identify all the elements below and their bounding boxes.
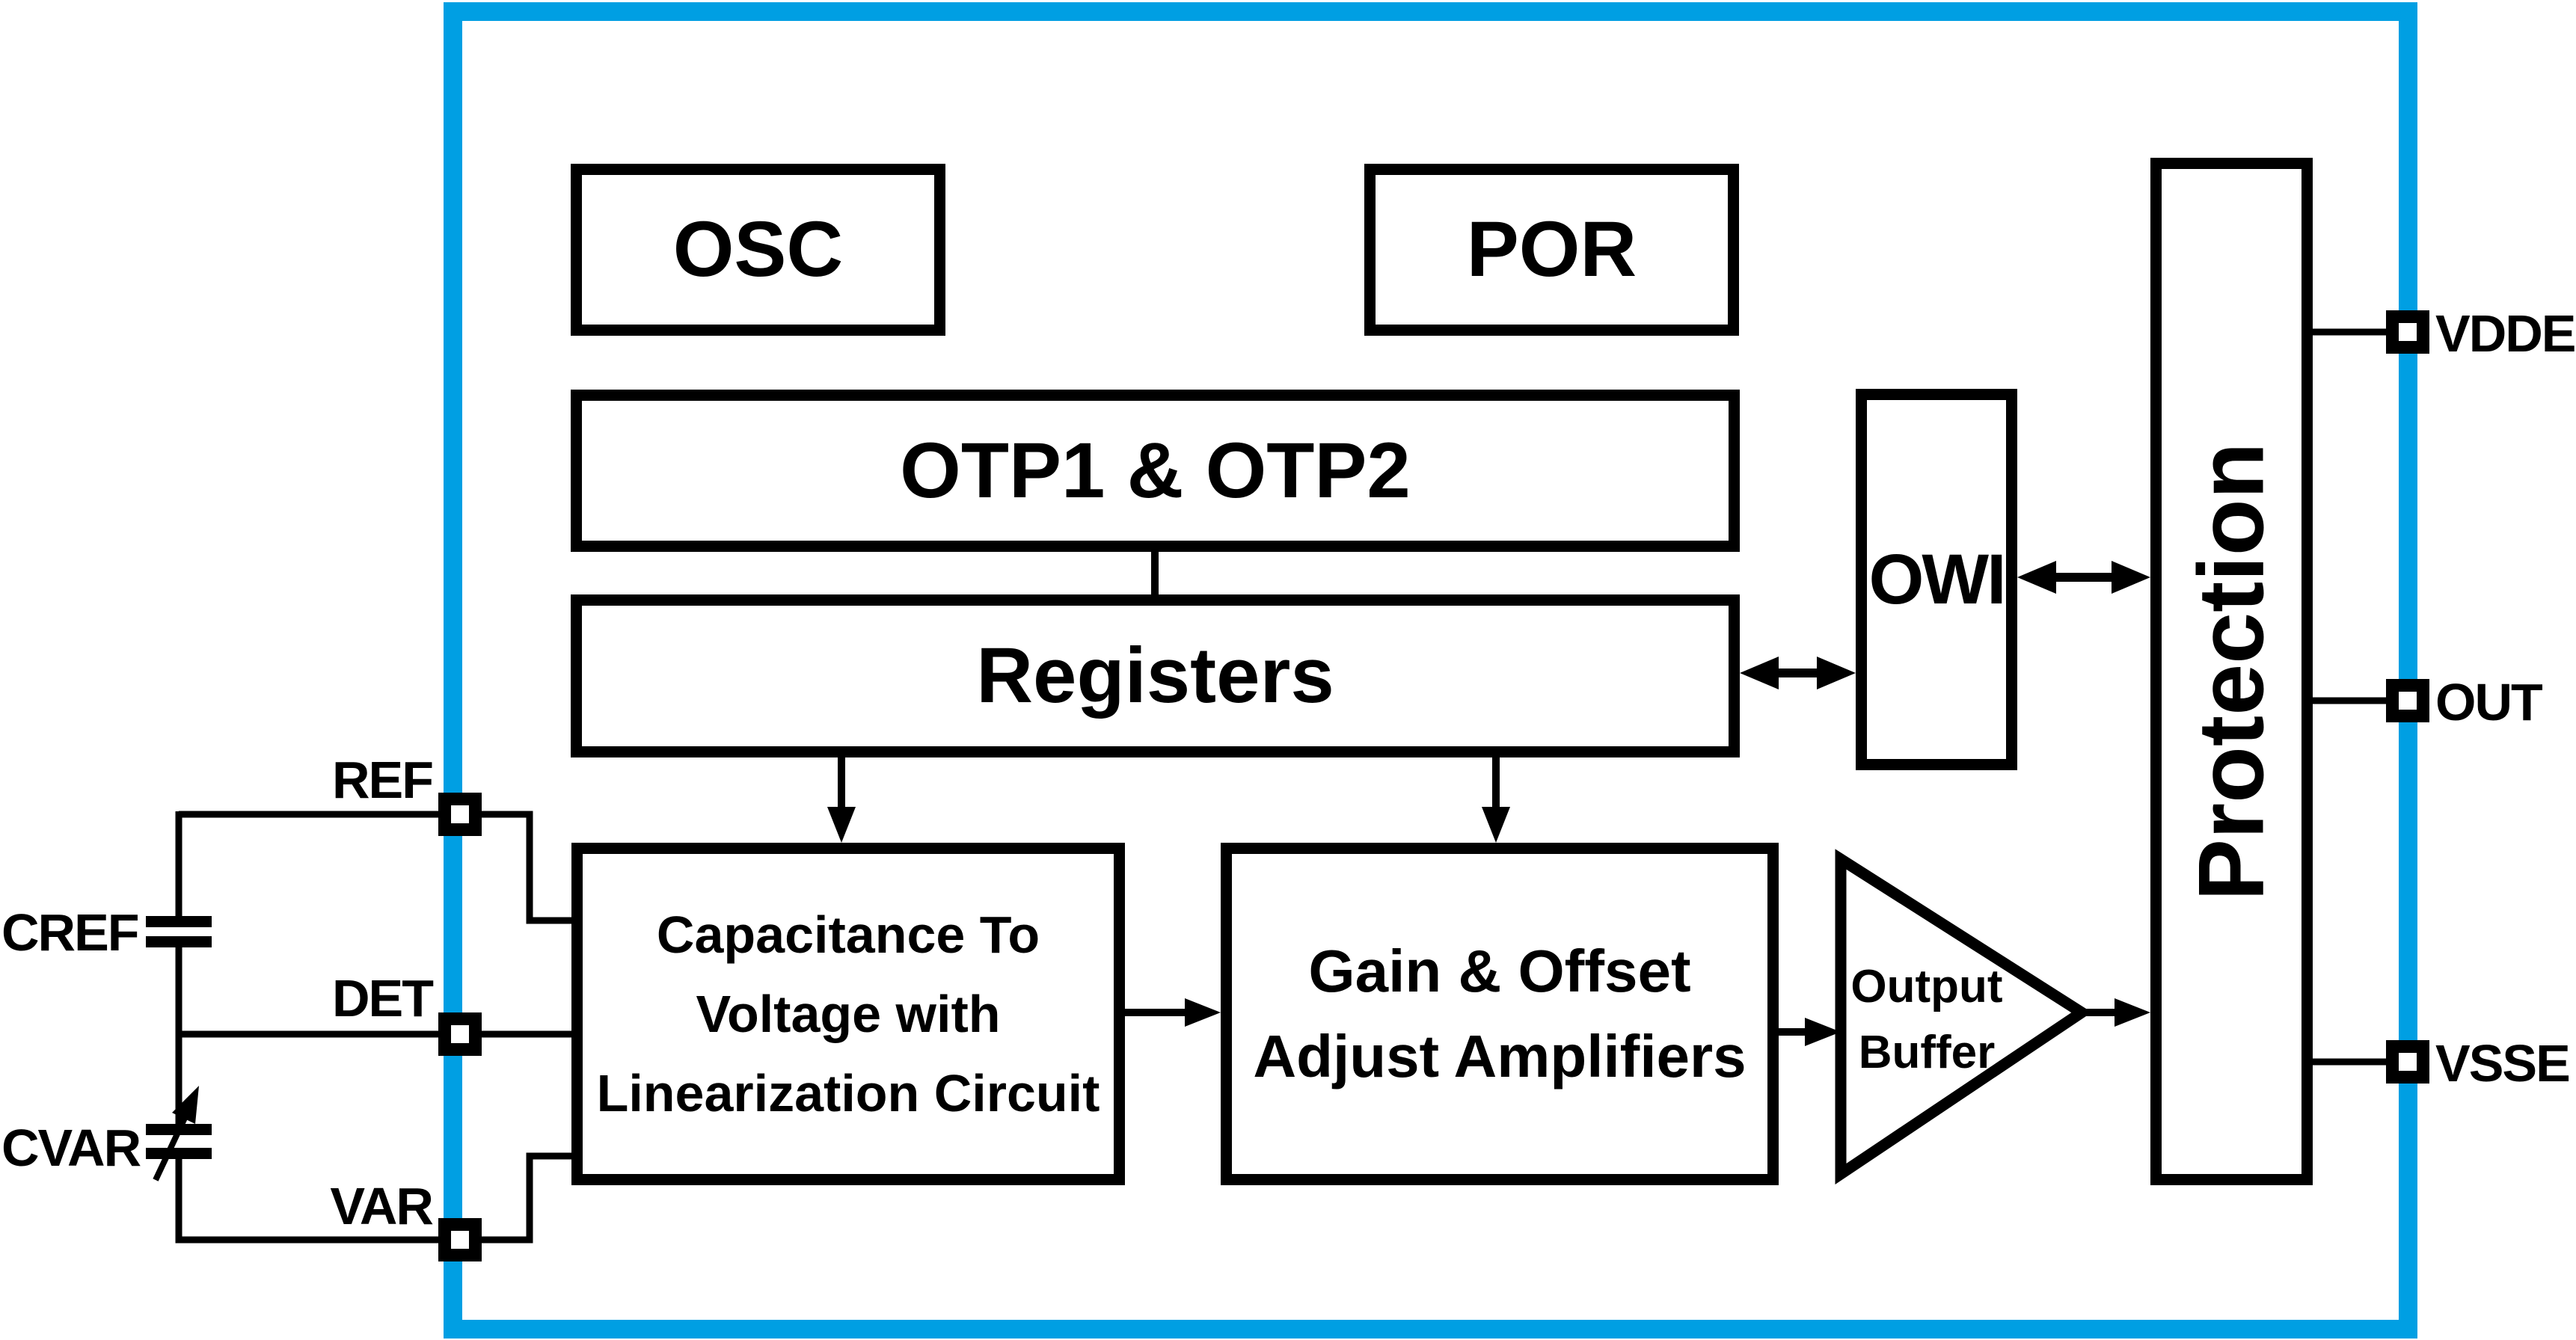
c2v-label-line2: Voltage with xyxy=(696,985,1001,1043)
arrow-buffer-to-protection xyxy=(2082,998,2150,1027)
output-buffer-label: Output Buffer xyxy=(1844,954,2009,1089)
por-label: POR xyxy=(1466,206,1637,294)
pin-ref-label: REF xyxy=(332,751,434,809)
arrow-c2v-to-gain xyxy=(1125,998,1221,1027)
variable-capacitor-cvar-symbol xyxy=(146,1086,212,1181)
pin-out-label: OUT xyxy=(2435,673,2543,731)
pin-ref-square xyxy=(438,793,482,836)
arrow-gain-to-buffer xyxy=(1779,1018,1841,1046)
output-buffer-triangle xyxy=(1835,849,2092,1185)
output-buffer-label-line2: Buffer xyxy=(1858,1027,1996,1078)
cvar-capacitor-label: CVAR xyxy=(1,1119,141,1177)
output-buffer-label-line1: Output xyxy=(1850,961,2003,1012)
arrow-registers-to-gain xyxy=(1482,757,1510,843)
por-block: POR xyxy=(1364,164,1739,336)
protection-label: Protection xyxy=(2180,442,2284,901)
gain-label-line2: Adjust Amplifiers xyxy=(1253,1023,1747,1089)
osc-block: OSC xyxy=(571,164,945,336)
pin-vsse-square xyxy=(2386,1040,2429,1084)
pin-out-square xyxy=(2386,679,2429,722)
pin-det-label: DET xyxy=(332,969,434,1027)
owi-block: OWI xyxy=(1856,389,2017,770)
gain-label-line1: Gain & Offset xyxy=(1308,938,1691,1004)
osc-label: OSC xyxy=(672,206,844,294)
c2v-label-line1: Capacitance To xyxy=(656,906,1040,964)
pin-var-label: VAR xyxy=(330,1177,434,1235)
registers-label: Registers xyxy=(976,632,1334,720)
pin-vdde-label: VDDE xyxy=(2435,304,2576,363)
protection-block: Protection xyxy=(2150,158,2313,1185)
capacitance-to-voltage-block: Capacitance To Voltage with Linearizatio… xyxy=(571,843,1125,1185)
arrow-owi-protection-bidirectional xyxy=(2017,561,2150,594)
capacitor-cref-symbol xyxy=(146,916,212,947)
pin-var-square xyxy=(438,1218,482,1261)
arrow-registers-owi-bidirectional xyxy=(1740,657,1856,689)
otp-label: OTP1 & OTP2 xyxy=(900,426,1411,514)
c2v-label-line3: Linearization Circuit xyxy=(596,1064,1100,1122)
cref-capacitor-label: CREF xyxy=(1,903,140,962)
owi-label: OWI xyxy=(1868,539,2007,619)
wire-ref xyxy=(179,811,573,924)
gain-offset-block: Gain & Offset Adjust Amplifiers xyxy=(1221,843,1779,1185)
otp-block: OTP1 & OTP2 xyxy=(571,390,1740,552)
wire-var xyxy=(175,1152,573,1244)
chip-boundary xyxy=(444,2,2417,1339)
arrow-registers-to-c2v xyxy=(827,757,856,843)
pin-det-square xyxy=(438,1012,482,1056)
pin-vdde-square xyxy=(2386,310,2429,354)
pin-vsse-label: VSSE xyxy=(2435,1034,2571,1092)
registers-block: Registers xyxy=(571,594,1740,757)
